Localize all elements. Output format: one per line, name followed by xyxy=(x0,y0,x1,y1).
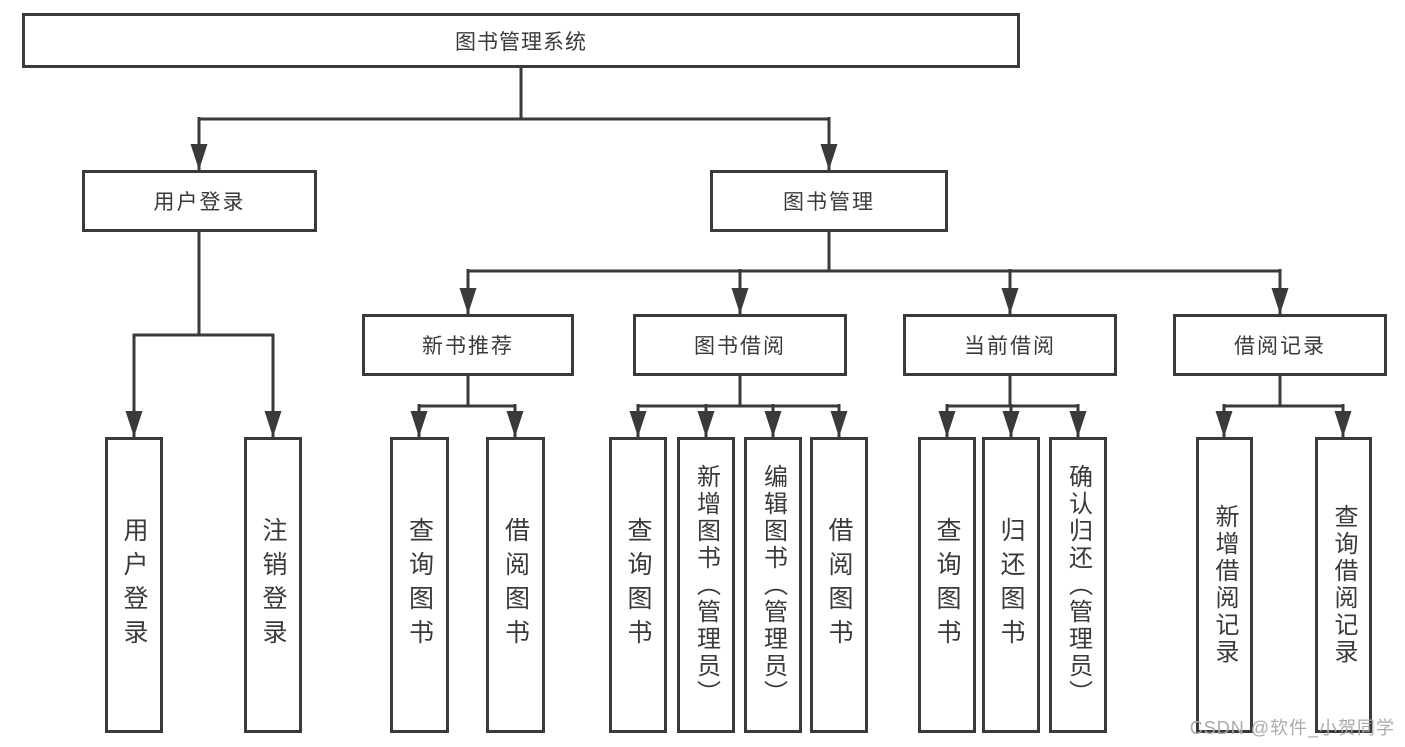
node-book-borrowing: 图书借阅 xyxy=(633,314,847,376)
node-label: 图书管理 xyxy=(783,191,875,214)
leaf-current-confirm-return-admin: 确认归还（管理员） xyxy=(1049,437,1107,733)
leaf-label: 归还图书 xyxy=(997,517,1025,653)
node-new-book-recommendation: 新书推荐 xyxy=(362,314,574,376)
leaf-newbook-borrow-books: 借阅图书 xyxy=(486,437,545,733)
leaf-label: 借阅图书 xyxy=(825,517,853,653)
node-label: 新书推荐 xyxy=(422,335,514,358)
leaf-label: 用户登录 xyxy=(120,517,148,653)
leaf-borrowing-add-books-admin: 新增图书（管理员） xyxy=(677,437,735,733)
node-label: 图书管理系统 xyxy=(455,30,587,54)
node-label: 用户登录 xyxy=(153,191,246,214)
node-library-management-system: 图书管理系统 xyxy=(22,13,1020,68)
leaf-borrowing-borrow-books: 借阅图书 xyxy=(810,437,868,733)
leaf-label: 新增借阅记录 xyxy=(1211,504,1238,666)
leaf-current-query-books: 查询图书 xyxy=(918,437,976,733)
leaf-logout: 注销登录 xyxy=(244,437,302,733)
leaf-records-add-borrow-record: 新增借阅记录 xyxy=(1196,437,1253,733)
leaf-label: 查询借阅记录 xyxy=(1330,504,1357,666)
node-borrowing-records: 借阅记录 xyxy=(1173,314,1387,376)
leaf-newbook-query-books: 查询图书 xyxy=(390,437,449,733)
leaf-records-query-borrow-record: 查询借阅记录 xyxy=(1315,437,1372,733)
leaf-label: 确认归还（管理员） xyxy=(1064,463,1092,707)
leaf-user-login: 用户登录 xyxy=(105,437,163,733)
csdn-watermark: CSDN @软件_小贺同学 xyxy=(1189,718,1395,738)
node-label: 当前借阅 xyxy=(964,335,1056,358)
leaf-borrowing-query-books: 查询图书 xyxy=(609,437,667,733)
leaf-label: 新增图书（管理员） xyxy=(692,463,720,707)
leaf-label: 查询图书 xyxy=(933,517,961,653)
node-book-management: 图书管理 xyxy=(710,170,948,232)
leaf-label: 注销登录 xyxy=(259,517,287,653)
leaf-label: 编辑图书（管理员） xyxy=(759,463,787,707)
node-current-borrowing: 当前借阅 xyxy=(903,314,1117,376)
leaf-label: 查询图书 xyxy=(405,517,434,653)
leaf-label: 借阅图书 xyxy=(501,517,530,653)
leaf-borrowing-edit-books-admin: 编辑图书（管理员） xyxy=(744,437,802,733)
leaf-label: 查询图书 xyxy=(624,517,652,653)
leaf-current-return-books: 归还图书 xyxy=(982,437,1040,733)
node-user-login: 用户登录 xyxy=(82,170,317,232)
node-label: 借阅记录 xyxy=(1234,335,1326,358)
node-label: 图书借阅 xyxy=(694,335,786,358)
